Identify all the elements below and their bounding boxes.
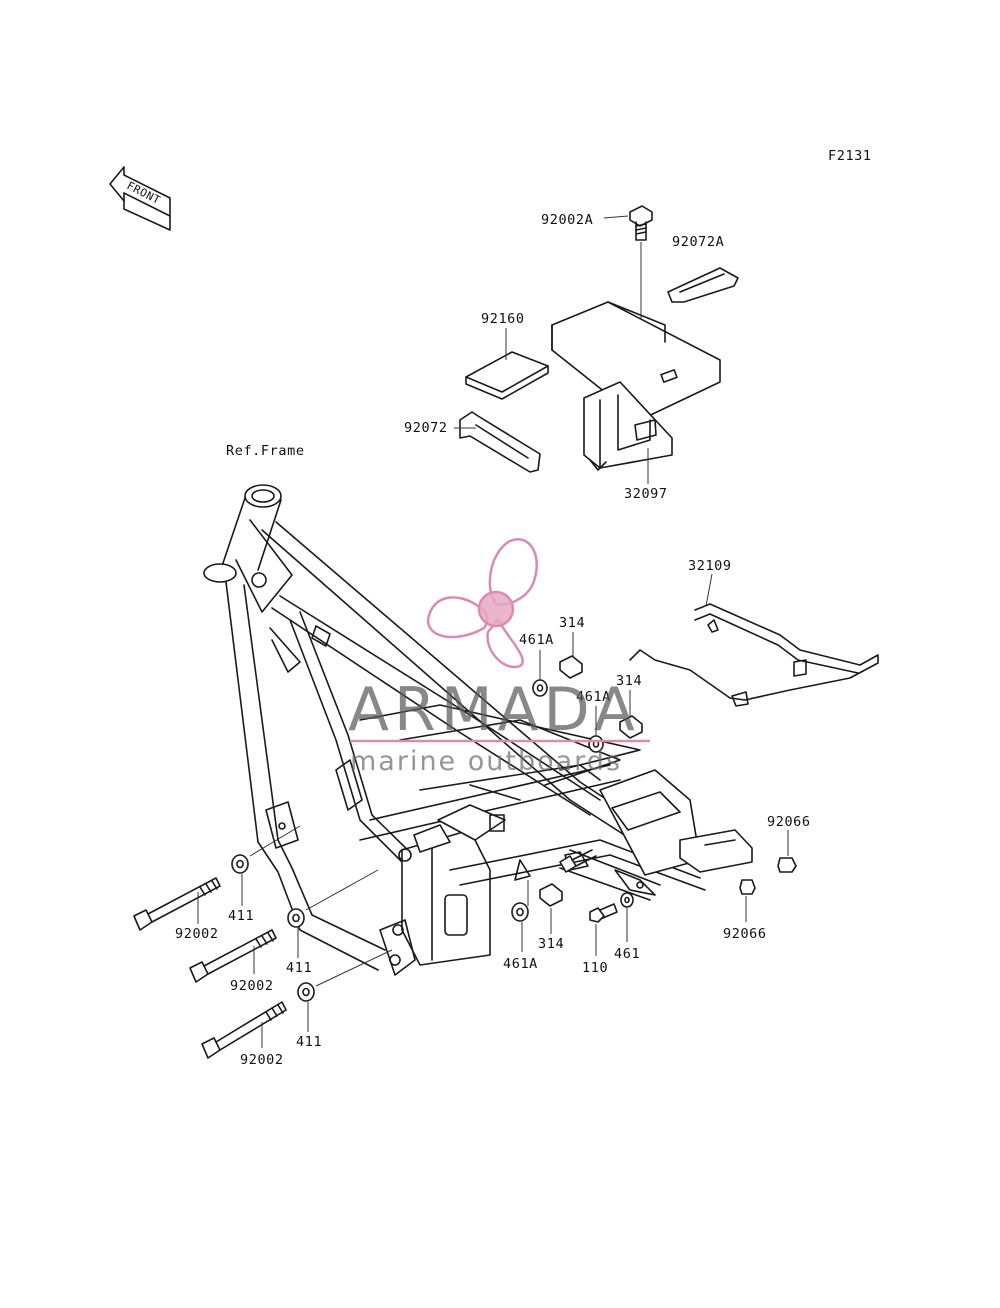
long-bolt-1 <box>133 877 221 931</box>
long-bolt-3 <box>201 1001 287 1059</box>
callout-92066-right: 92066 <box>767 814 811 830</box>
bolt-low <box>589 903 618 923</box>
callout-411-2: 411 <box>286 960 312 976</box>
washer-left-2 <box>287 908 305 928</box>
callout-32109: 32109 <box>688 558 732 574</box>
callout-314-upper: 314 <box>559 615 585 631</box>
callout-92002-3: 92002 <box>240 1052 284 1068</box>
stay-part <box>629 603 879 707</box>
battery-case <box>551 301 721 471</box>
motorcycle-frame <box>203 484 753 976</box>
callout-32097: 32097 <box>624 486 668 502</box>
long-bolt-2 <box>189 929 277 983</box>
nut-mid <box>619 715 643 739</box>
callout-92002a: 92002A <box>541 212 593 228</box>
washer-low-right <box>620 892 634 908</box>
callout-411-1: 411 <box>228 908 254 924</box>
callout-461a-upper: 461A <box>519 632 554 648</box>
bolt-center <box>559 849 597 873</box>
callout-92066-lower: 92066 <box>723 926 767 942</box>
collar-right <box>777 857 797 873</box>
callout-labels: 92002A 92072A 92160 92072 32097 32109 31… <box>175 212 811 1068</box>
washer-left-1 <box>231 854 249 874</box>
collar-lower <box>739 879 756 895</box>
callout-110: 110 <box>582 960 608 976</box>
callout-411-3: 411 <box>296 1034 322 1050</box>
callout-92072a: 92072A <box>672 234 724 250</box>
front-direction-arrow: FRONT <box>109 166 171 231</box>
washer-left-3 <box>297 982 315 1002</box>
watermark: ARMADA marine outboards <box>348 538 650 777</box>
washer-low <box>511 902 529 922</box>
nut-low <box>539 883 563 907</box>
callout-461a-low: 461A <box>503 956 538 972</box>
watermark-tagline: marine outboards <box>350 746 622 777</box>
callout-461: 461 <box>614 946 640 962</box>
callout-92072: 92072 <box>404 420 448 436</box>
battery-pad <box>465 351 549 400</box>
callout-314-mid: 314 <box>616 673 642 689</box>
callout-92002-2: 92002 <box>230 978 274 994</box>
callout-92002-1: 92002 <box>175 926 219 942</box>
propeller-logo-icon <box>426 538 538 669</box>
figure-code: F2131 <box>828 148 872 164</box>
watermark-brand: ARMADA <box>348 675 640 745</box>
bolt-top-part <box>629 205 653 241</box>
battery-strap-left <box>459 411 541 473</box>
callout-92160: 92160 <box>481 311 525 327</box>
callout-314-low: 314 <box>538 936 564 952</box>
nut-upper <box>559 655 583 679</box>
battery-strap-top <box>667 267 739 303</box>
ref-frame-label: Ref.Frame <box>226 443 305 459</box>
leader-lines <box>197 215 789 1048</box>
callout-461a-mid: 461A <box>576 689 611 705</box>
